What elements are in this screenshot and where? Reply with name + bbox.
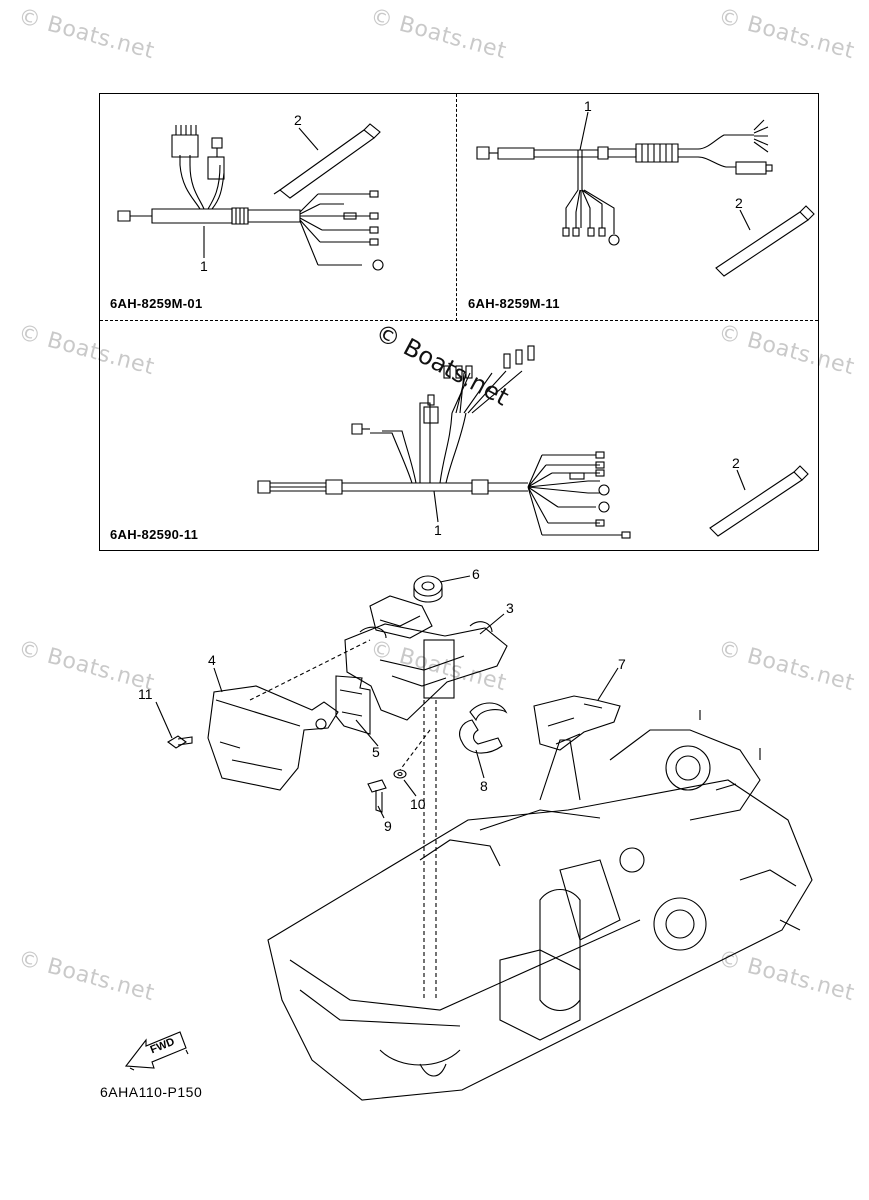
figure-id: 6AHA110-P150 — [100, 1084, 203, 1100]
leader-line — [433, 490, 439, 523]
forward-arrow-icon — [124, 1031, 189, 1071]
leader-line — [439, 575, 471, 583]
bolt-part-9 — [367, 779, 387, 813]
panel-1-code: 6AH-8259M-01 — [110, 296, 203, 311]
panel-3-tie-callout: 2 — [732, 455, 740, 471]
leader-line — [155, 701, 173, 739]
cable-tie-panel-3 — [709, 465, 809, 537]
bolt-part-11 — [167, 735, 193, 749]
rubber-grommet-part-6 — [413, 575, 443, 603]
leader-line — [403, 779, 417, 797]
panel-divider-horizontal — [100, 320, 818, 321]
wire-harness-panel-2 — [476, 119, 773, 246]
callout-6: 6 — [472, 566, 480, 582]
engine-block — [267, 710, 813, 1101]
leader-line — [579, 111, 589, 151]
harness-options-frame — [99, 93, 819, 551]
callout-8: 8 — [480, 778, 488, 794]
callout-7: 7 — [618, 656, 626, 672]
cable-tie-panel-1 — [273, 123, 381, 199]
leader-line — [377, 805, 385, 819]
callout-4: 4 — [208, 652, 216, 668]
wire-harness-panel-1 — [117, 125, 384, 271]
holder-part-5 — [335, 675, 371, 735]
panel-1-harness-callout: 1 — [200, 258, 208, 274]
callout-11: 11 — [138, 686, 153, 702]
coupler-part-7 — [533, 695, 621, 751]
clamp-part-8 — [459, 702, 508, 754]
panel-divider-vertical — [456, 94, 457, 321]
leader-line — [597, 667, 619, 701]
leader-line — [479, 613, 505, 635]
leader-line — [739, 209, 751, 231]
leader-line — [736, 469, 746, 491]
leader-line — [475, 749, 485, 779]
washer-part-10 — [393, 769, 407, 779]
cable-tie-panel-2 — [715, 205, 815, 277]
relay-holder-part-3-top — [369, 595, 433, 639]
callout-5: 5 — [372, 744, 380, 760]
panel-2-code: 6AH-8259M-11 — [468, 296, 560, 311]
panel-2-tie-callout: 2 — [735, 195, 743, 211]
wire-harness-panel-3 — [257, 345, 631, 539]
bracket-part-3 — [344, 621, 508, 721]
leader-line — [213, 667, 223, 693]
leader-line — [298, 127, 319, 151]
panel-2-harness-callout: 1 — [584, 98, 592, 114]
panel-3-code: 6AH-82590-11 — [110, 527, 199, 542]
callout-9: 9 — [384, 818, 392, 834]
callout-3: 3 — [506, 600, 514, 616]
leader-line — [355, 719, 379, 747]
cover-part-4 — [207, 685, 339, 791]
panel-3-harness-callout: 1 — [434, 522, 442, 538]
panel-1-tie-callout: 2 — [294, 112, 302, 128]
callout-10: 10 — [410, 796, 426, 812]
